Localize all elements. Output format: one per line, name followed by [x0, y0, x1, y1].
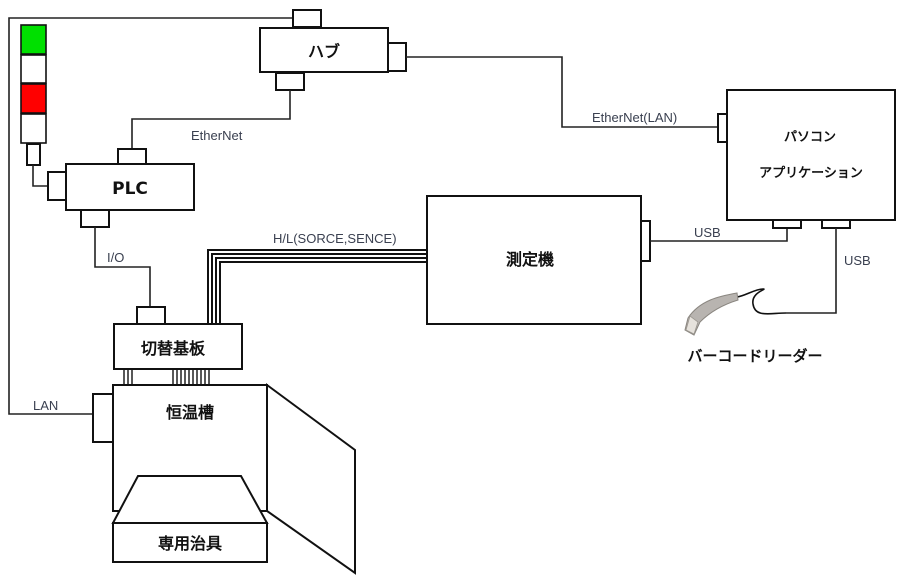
chamber-door — [266, 383, 356, 575]
hub-port-bottom — [275, 72, 305, 91]
pc-port-usb2 — [821, 219, 851, 229]
label-usb-meter: USB — [694, 225, 721, 240]
label-hl-sorce-sence: H/L(SORCE,SENCE) — [273, 231, 397, 246]
lamp-white-bottom — [20, 113, 47, 144]
label-usb-reader: USB — [844, 253, 871, 268]
lamp-green — [20, 24, 47, 55]
pc-port-left — [717, 113, 728, 143]
label-lan: LAN — [33, 398, 58, 413]
meter-label: 測定機 — [506, 250, 554, 269]
plc-box — [65, 163, 195, 211]
wire-tower-plc — [32, 165, 48, 187]
label-io: I/O — [107, 250, 124, 265]
signal-tower — [20, 24, 47, 166]
wire-chamber-hub-lan — [8, 17, 294, 415]
wire-hub-pc — [406, 56, 718, 128]
wire-plc-board — [94, 227, 151, 307]
barcode-reader-label: バーコードリーダー — [687, 347, 822, 365]
switch-board-label: 切替基板 — [141, 339, 206, 358]
jig-top — [111, 475, 269, 524]
hub-port-top — [292, 9, 322, 28]
wire-reader-pc — [786, 228, 837, 314]
label-ethernet-lan: EtherNet(LAN) — [592, 110, 677, 125]
plc-port-bottom — [80, 209, 110, 228]
meter-port-right — [640, 220, 651, 262]
hub-port-right — [387, 42, 407, 72]
jig-box — [112, 522, 268, 563]
chamber-label: 恒温槽 — [166, 403, 214, 422]
board-port-top — [136, 306, 166, 325]
hub-label: ハブ — [308, 42, 340, 61]
lamp-white — [20, 54, 47, 84]
switch-board-box — [113, 323, 243, 370]
pc-port-usb1 — [772, 219, 802, 229]
wire-meter-pc — [650, 229, 788, 242]
meter-box — [426, 195, 642, 325]
jig-label: 専用治具 — [158, 534, 222, 553]
tower-base — [26, 143, 41, 166]
wire-hub-plc — [131, 90, 291, 149]
label-ethernet: EtherNet — [191, 128, 243, 143]
wire-board-meter-bundle — [207, 249, 427, 324]
plc-port-left — [47, 171, 67, 201]
board-chamber-pins — [123, 369, 210, 385]
plc-label: PLC — [112, 179, 148, 199]
pc-label-line2: アプリケーション — [759, 166, 863, 181]
barcode-reader-icon — [684, 288, 787, 336]
pc-label-line1: パソコン — [784, 130, 836, 145]
chamber-port-left — [92, 393, 114, 443]
plc-port-top — [117, 148, 147, 165]
lamp-red — [20, 83, 47, 114]
pc-box — [726, 89, 896, 221]
